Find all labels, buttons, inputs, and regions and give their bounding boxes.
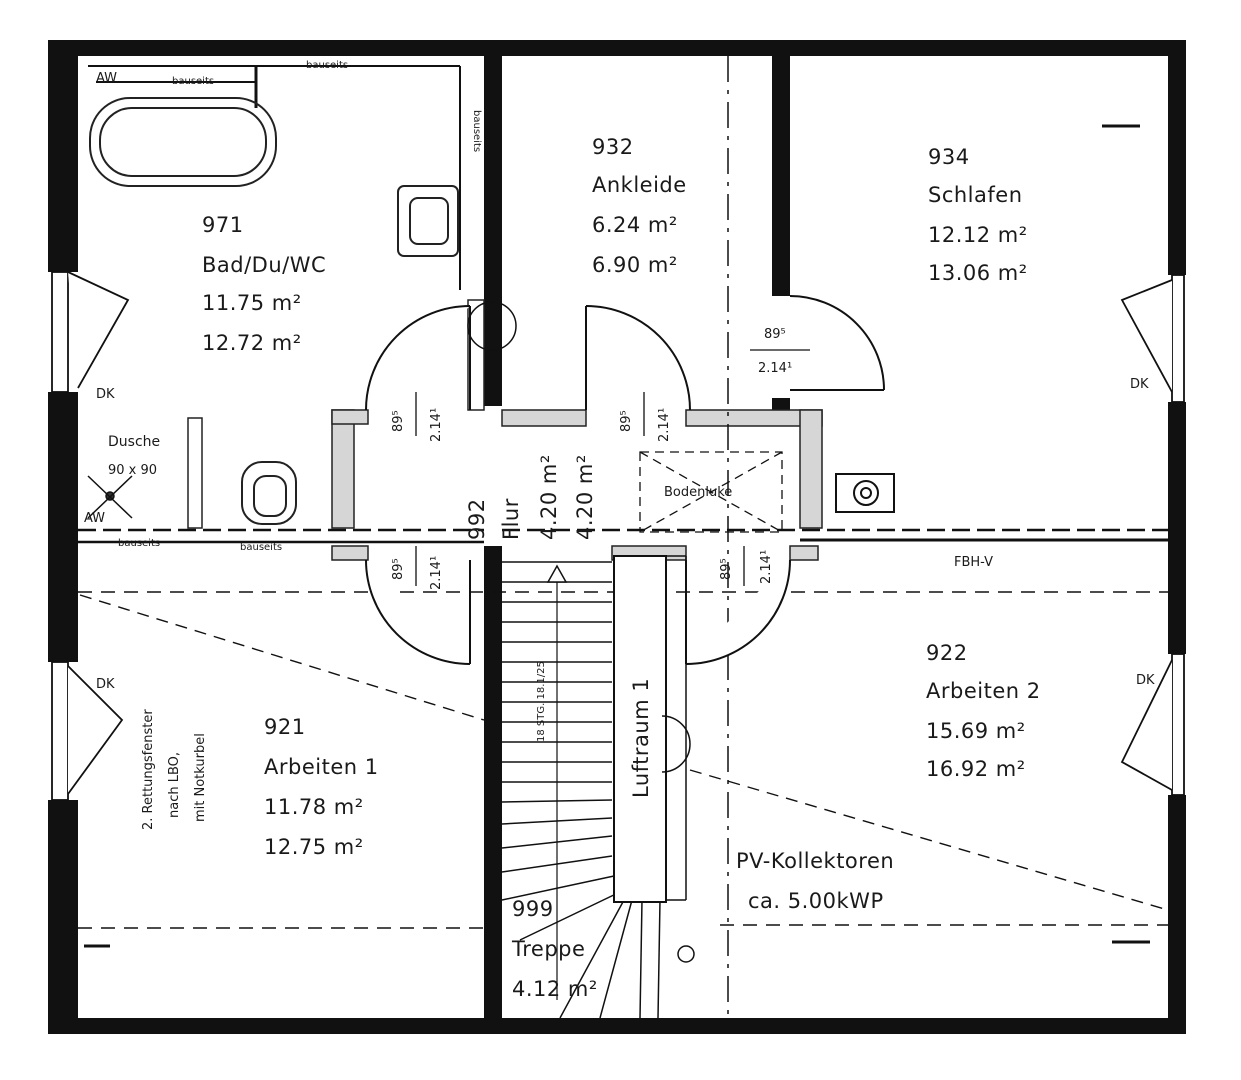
room-999: 999 Treppe 4.12 m²: [511, 897, 598, 1001]
door-width: 89⁵: [619, 410, 634, 432]
room-area-gross: 6.90 m²: [592, 253, 678, 277]
room-name: Bad/Du/WC: [202, 253, 326, 277]
label-aw-top: AW: [96, 71, 117, 86]
sink: [397, 185, 459, 257]
room-area-net: 12.12 m²: [928, 223, 1028, 247]
room-934: 934 Schlafen 12.12 m² 13.06 m²: [928, 145, 1028, 285]
room-area-gross: 16.92 m²: [926, 757, 1026, 781]
label-bodenluke: Bodenluke: [664, 485, 732, 500]
label-bauseits-4: bauseits: [118, 538, 160, 549]
room-area-net: 6.24 m²: [592, 213, 678, 237]
label-window-note-1: 2. Rettungsfenster: [141, 709, 156, 830]
room-name: Schlafen: [928, 183, 1023, 207]
label-window-note-2: nach LBO,: [167, 752, 182, 818]
inner-walls: [484, 56, 790, 1018]
pipe-lines: [78, 65, 1168, 929]
door-width: 89⁵: [764, 327, 786, 342]
room-area-net: 4.12 m²: [512, 977, 598, 1001]
room-area-gross: 12.75 m²: [264, 835, 364, 859]
label-dk-left-lower: DK: [96, 677, 115, 692]
label-pv-line1: PV-Kollektoren: [736, 849, 894, 873]
floor-hatch: [639, 451, 783, 533]
room-number: 921: [264, 715, 306, 739]
room-number: 999: [512, 897, 554, 921]
windows: [51, 271, 1185, 801]
door-dim-3: 89⁵ 2.14¹: [750, 327, 810, 376]
room-number: 934: [928, 145, 970, 169]
door-height: 2.14¹: [429, 556, 444, 590]
door-dim-5: 89⁵: [719, 558, 734, 580]
door-height: 2.14¹: [758, 361, 792, 376]
label-bauseits-1: bauseits: [172, 76, 214, 87]
bath-partitions: [187, 299, 485, 529]
label-dk-left-upper: DK: [96, 387, 115, 402]
door-swings: [365, 295, 885, 665]
room-name: Flur: [499, 498, 523, 540]
room-number: 932: [592, 135, 634, 159]
room-number: 992: [465, 498, 489, 540]
room-area-gross: 12.72 m²: [202, 331, 302, 355]
label-dk-right-lower: DK: [1136, 673, 1155, 688]
room-992: 992 Flur 4.20 m² 4.20 m²: [465, 454, 597, 540]
room-921: 921 Arbeiten 1 11.78 m² 12.75 m²: [264, 715, 379, 859]
room-number: 971: [202, 213, 244, 237]
room-971: 971 Bad/Du/WC 11.75 m² 12.72 m²: [202, 213, 326, 355]
room-area-gross: 4.20 m²: [573, 454, 597, 540]
label-bauseits-2: bauseits: [306, 60, 348, 71]
room-area-net: 11.75 m²: [202, 291, 302, 315]
door-dim-6: 2.14¹: [759, 550, 774, 584]
door-dim-4: 89⁵ 2.14¹: [391, 556, 444, 590]
room-number: 922: [926, 641, 968, 665]
door-height: 2.14¹: [759, 550, 774, 584]
label-dusche: Dusche: [108, 434, 160, 450]
room-name: Arbeiten 2: [926, 679, 1041, 703]
door-dim-2: 89⁵ 2.14¹: [619, 408, 672, 442]
door-width: 89⁵: [391, 410, 406, 432]
room-name: Arbeiten 1: [264, 755, 379, 779]
label-dusche-size: 90 x 90: [108, 463, 157, 478]
room-name: Treppe: [511, 937, 585, 961]
label-pv-line2: ca. 5.00kWP: [748, 889, 884, 913]
label-window-note-3: mit Notkurbel: [193, 733, 208, 822]
room-area-net: 15.69 m²: [926, 719, 1026, 743]
wall-ticks: [84, 124, 1150, 948]
toilet: [241, 461, 297, 525]
door-width: 89⁵: [391, 558, 406, 580]
door-height: 2.14¹: [657, 408, 672, 442]
door-dim-1: 89⁵ 2.14¹: [391, 408, 444, 442]
label-stairs: 18 STG. 18.1/25: [536, 661, 547, 742]
door-width: 89⁵: [719, 558, 734, 580]
room-area-gross: 13.06 m²: [928, 261, 1028, 285]
washing-machine: [835, 473, 895, 513]
label-luftraum: Luftraum 1: [629, 678, 653, 798]
staircase: [501, 555, 695, 1019]
label-bauseits-5: bauseits: [240, 542, 282, 553]
outer-walls: [48, 40, 1186, 1034]
door-height: 2.14¹: [429, 408, 444, 442]
label-bauseits-3: bauseits: [471, 110, 482, 152]
room-area-net: 11.78 m²: [264, 795, 364, 819]
room-area-net: 4.20 m²: [537, 454, 561, 540]
label-fbh: FBH-V: [954, 555, 993, 570]
label-dk-right-upper: DK: [1130, 377, 1149, 392]
shower-drain: [87, 475, 133, 519]
room-name: Ankleide: [592, 173, 687, 197]
bathtub: [89, 97, 277, 187]
label-aw-dusche: AW: [84, 511, 105, 526]
room-932: 932 Ankleide 6.24 m² 6.90 m²: [592, 135, 687, 277]
room-922: 922 Arbeiten 2 15.69 m² 16.92 m²: [926, 641, 1041, 781]
roof-lines: [79, 594, 1169, 911]
